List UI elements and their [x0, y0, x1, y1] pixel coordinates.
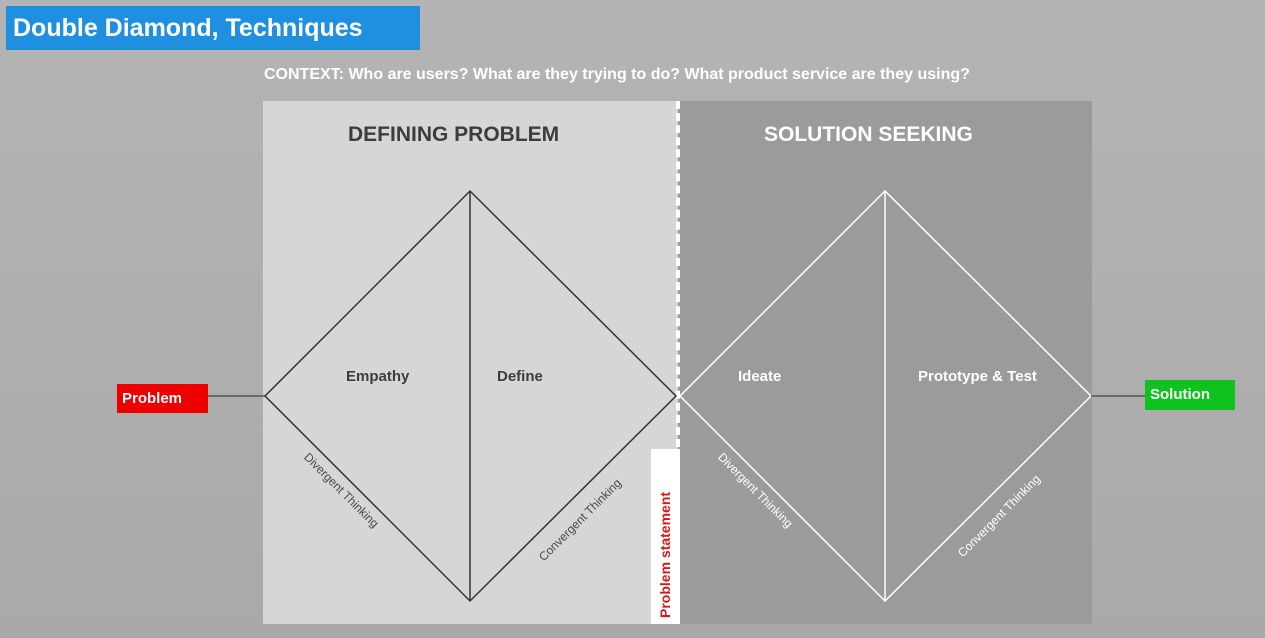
solution-label: Solution	[1145, 380, 1235, 410]
slide-title: Double Diamond, Techniques	[6, 6, 420, 50]
solution-seeking-heading: SOLUTION SEEKING	[764, 123, 973, 146]
context-text: CONTEXT: Who are users? What are they tr…	[264, 66, 970, 83]
problem-statement-box	[651, 449, 680, 624]
defining-problem-heading: DEFINING PROBLEM	[348, 123, 560, 146]
problem-label: Problem	[117, 384, 208, 413]
left-diamond	[263, 189, 678, 603]
phase-divider	[676, 101, 680, 447]
stage-ideate: Ideate	[738, 368, 782, 385]
stage-prototype-test: Prototype & Test	[918, 368, 1037, 385]
stage-empathy: Empathy	[346, 368, 410, 385]
problem-statement-label: Problem statement	[657, 491, 673, 618]
stage-define: Define	[497, 368, 543, 385]
